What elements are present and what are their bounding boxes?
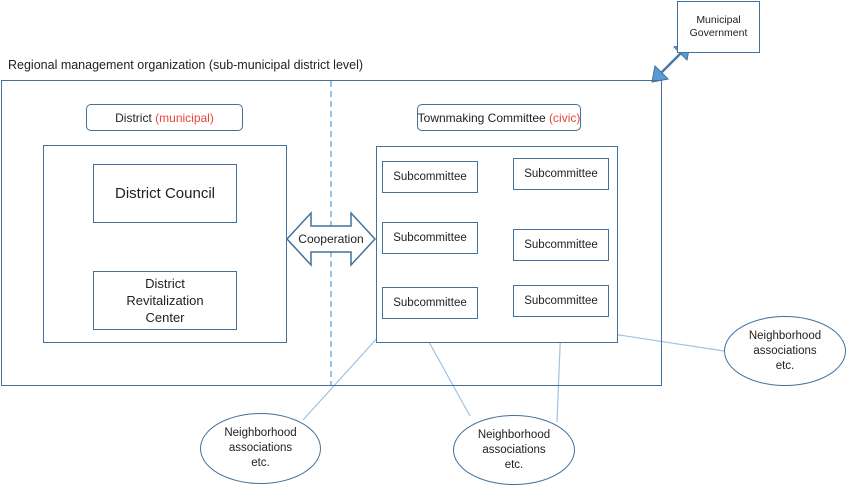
cooperation-arrow-icon [285,211,377,267]
regional-organization-frame [1,80,662,386]
subcommittee-box: Subcommittee [513,229,609,261]
neighborhood-associations-label: Neighborhood associations etc. [477,428,551,471]
district-revitalization-center-label: District Revitalization Center [126,276,204,325]
subcommittee-label: Subcommittee [524,239,598,251]
neighborhood-associations-ellipse: Neighborhood associations etc. [453,415,575,485]
subcommittee-label: Subcommittee [393,171,467,183]
district-label: District [115,110,152,125]
neighborhood-associations-label: Neighborhood associations etc. [748,329,822,372]
cooperation-label: Cooperation [298,232,364,246]
connector-line [605,332,725,352]
committee-qualifier: (civic) [549,110,581,125]
district-council-label: District Council [114,185,216,202]
subcommittee-box: Subcommittee [382,287,478,319]
neighborhood-associations-label: Neighborhood associations etc. [224,427,297,469]
org-title: Regional management organization (sub-mu… [8,58,364,72]
district-qualifier: (municipal) [155,110,214,125]
municipal-government-box: Municipal Government [677,1,760,53]
subcommittee-box: Subcommittee [382,222,478,254]
district-revitalization-center-box: District Revitalization Center [93,271,237,330]
subcommittee-label: Subcommittee [393,232,467,244]
subcommittee-label: Subcommittee [524,295,598,307]
subcommittee-box: Subcommittee [513,285,609,317]
connector-line [302,334,381,421]
neighborhood-associations-ellipse: Neighborhood associations etc. [724,316,846,386]
municipal-government-label: Municipal Government [689,14,748,39]
subcommittee-box: Subcommittee [382,161,478,193]
connector-line [423,332,471,417]
district-header-box: District (municipal) [86,104,243,131]
committee-header-box: Townmaking Committee (civic) [417,104,581,131]
subcommittee-box: Subcommittee [513,158,609,190]
committee-label: Townmaking Committee [417,110,546,125]
neighborhood-associations-ellipse: Neighborhood associations etc. [200,413,321,484]
district-council-box: District Council [93,164,237,223]
subcommittee-label: Subcommittee [393,297,467,309]
subcommittee-label: Subcommittee [524,168,598,180]
